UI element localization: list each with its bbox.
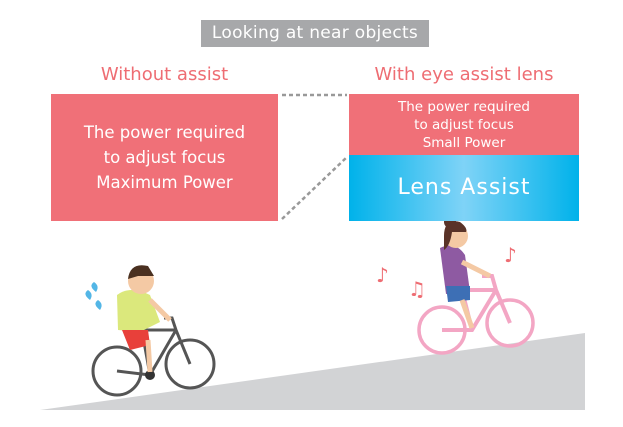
page-title: Looking at near objects xyxy=(201,20,429,47)
dotted-connector-diagonal xyxy=(281,156,348,220)
lens-assist-box: Lens Assist xyxy=(349,155,579,221)
boy-cyclist xyxy=(85,265,216,397)
power-text-line: The power required xyxy=(398,98,530,115)
with-assist-heading: With eye assist lens xyxy=(374,64,554,85)
power-text-line: to adjust focus xyxy=(414,116,514,133)
girl-cyclist: ♪ ♫ ♪ xyxy=(376,216,535,355)
with-assist-power-box: The power required to adjust focus Small… xyxy=(349,94,579,155)
without-assist-power-box: The power required to adjust focus Maxim… xyxy=(51,94,278,221)
music-note-icon: ♫ xyxy=(408,277,426,301)
without-assist-heading: Without assist xyxy=(100,64,229,85)
power-text-line: The power required xyxy=(83,123,246,142)
music-note-icon: ♪ xyxy=(504,243,517,267)
music-note-icon: ♪ xyxy=(376,263,389,287)
sweat-drops-icon xyxy=(85,282,102,310)
power-text-line: Small Power xyxy=(422,134,506,151)
power-text-line: Maximum Power xyxy=(96,173,233,192)
power-text-line: to adjust focus xyxy=(103,148,226,167)
